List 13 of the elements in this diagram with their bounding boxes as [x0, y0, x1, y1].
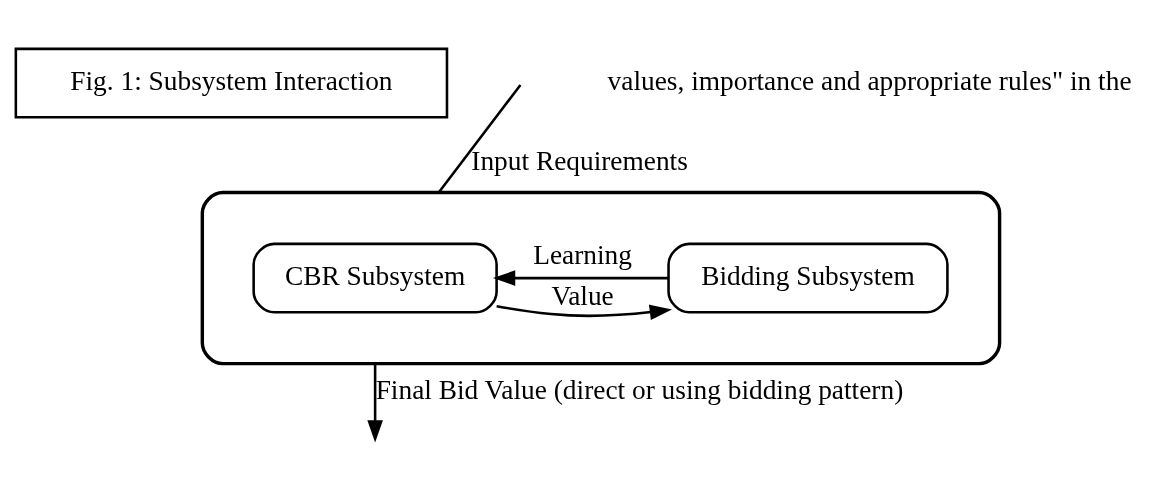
edge-label: Value — [551, 280, 614, 311]
cluster — [200, 190, 1002, 365]
edge-label: Learning — [533, 239, 632, 270]
arrow — [496, 304, 672, 320]
edge-label: Input Requirements — [471, 145, 688, 176]
node-box: Fig. 1: Subsystem Interaction — [14, 47, 449, 119]
arrow — [492, 269, 669, 286]
label: values, importance and appropriate rules" in the — [607, 65, 1132, 96]
node-box: Bidding Subsystem — [667, 242, 949, 314]
arrow — [367, 363, 383, 443]
edge-label: Final Bid Value (direct or using bidding pattern) — [375, 374, 904, 405]
connector — [437, 83, 522, 193]
node-box: CBR Subsystem — [252, 242, 498, 314]
